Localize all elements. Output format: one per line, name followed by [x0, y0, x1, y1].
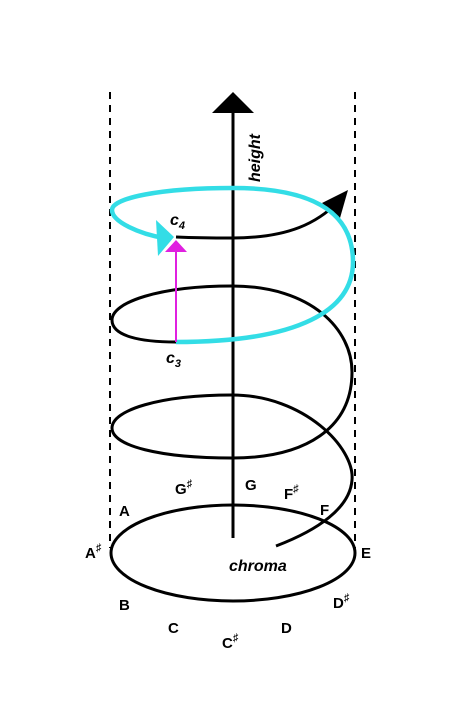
- note-a: A: [119, 503, 130, 520]
- note-g: G: [245, 477, 257, 494]
- c4-label: c4: [170, 212, 185, 232]
- c3-label: c3: [166, 350, 181, 370]
- height-axis-arrowhead: [212, 92, 254, 113]
- note-d: D: [281, 620, 292, 637]
- note-b: B: [119, 597, 130, 614]
- note-e: E: [361, 545, 371, 562]
- note-d-sharp: D♯: [333, 592, 350, 612]
- octave-turn-arrowhead: [156, 220, 174, 256]
- note-g-sharp: G♯: [175, 478, 193, 498]
- octave-height-arrowhead: [165, 240, 187, 252]
- octave-turn: [109, 185, 356, 345]
- chroma-label: chroma: [229, 558, 287, 575]
- height-label: height: [247, 133, 264, 182]
- helix-arrowhead: [322, 190, 348, 218]
- note-c-sharp: C♯: [222, 632, 239, 652]
- note-f: F: [320, 502, 329, 519]
- helix-coil-upper: [175, 200, 340, 240]
- note-f-sharp: F♯: [284, 483, 299, 503]
- note-c: C: [168, 620, 179, 637]
- note-a-sharp: A♯: [85, 542, 102, 562]
